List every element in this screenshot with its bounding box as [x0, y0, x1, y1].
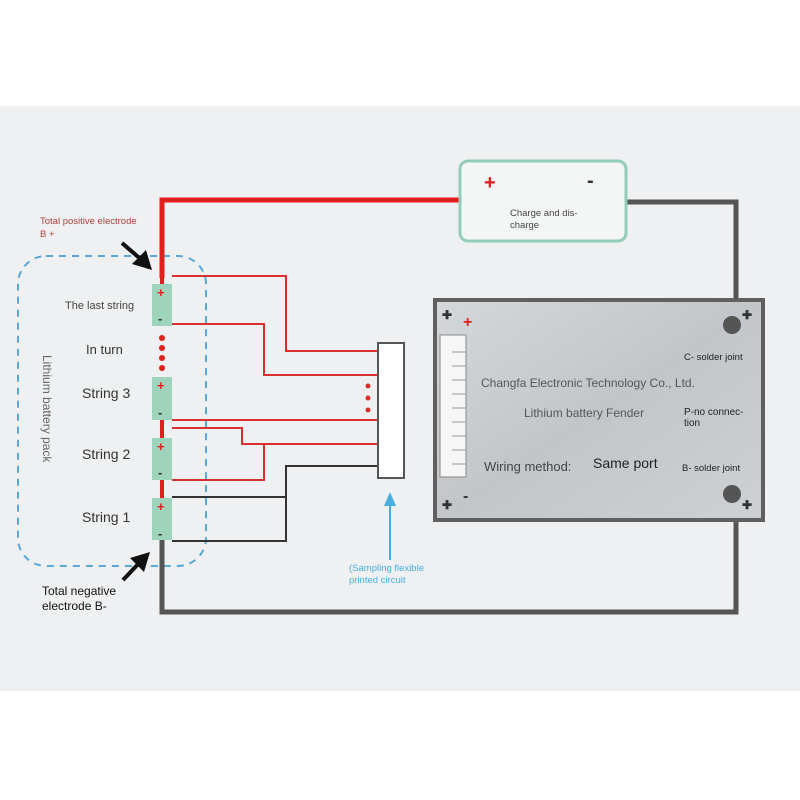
- positive-arrow-head: [132, 250, 152, 270]
- battery-pack-outline: [17, 255, 207, 567]
- cell-polarity-marks: + - + - + - + -: [157, 285, 165, 541]
- continuation-dot: [159, 345, 165, 351]
- total-positive-label: Total positive electrode: [40, 216, 137, 227]
- battery-pack-label: Lithium battery pack: [40, 355, 54, 463]
- board-mount-marks: ✚ ✚ ✚ ✚: [442, 308, 752, 512]
- string-1-label: String 1: [82, 509, 130, 525]
- sampling-label-line2: printed circuit: [349, 575, 406, 586]
- cell-minus: -: [158, 405, 162, 420]
- b-solder-joint-terminal: [723, 485, 741, 503]
- electrode-b-minus-label: electrode B-: [42, 599, 107, 613]
- continuation-dot: [159, 335, 165, 341]
- positive-main-wire: [159, 197, 478, 278]
- protection-board: [433, 298, 765, 522]
- sense-wire-negative: [172, 466, 287, 542]
- cell-string-1: [152, 498, 172, 540]
- board-minus-sign: -: [463, 488, 468, 505]
- cell-string-2: [152, 438, 172, 480]
- continuation-dot: [159, 355, 165, 361]
- cell-plus: +: [157, 499, 165, 514]
- cell-plus: +: [157, 439, 165, 454]
- the-last-string-label: The last string: [65, 300, 134, 312]
- board-connector: [439, 334, 467, 478]
- string-3-label: String 3: [82, 385, 130, 401]
- board-plus-sign: +: [463, 314, 472, 331]
- cell-last-string: [152, 284, 172, 326]
- same-port-label: Same port: [593, 455, 658, 471]
- cell-string-3: [152, 377, 172, 420]
- continuation-dot: [365, 383, 371, 389]
- connector-pins: [452, 351, 466, 465]
- charger-plus-sign: +: [484, 172, 496, 194]
- sense-wire: [172, 275, 378, 352]
- cell-plus: +: [157, 378, 165, 393]
- in-turn-label: In turn: [86, 342, 123, 357]
- continuation-dot: [159, 365, 165, 371]
- c-solder-joint-terminal: [723, 316, 741, 334]
- svg-text:✚: ✚: [742, 498, 752, 512]
- sense-wire: [172, 427, 378, 445]
- negative-arrow-head: [130, 552, 150, 572]
- cell-minus: -: [158, 526, 162, 541]
- charger-minus-sign: -: [587, 170, 594, 192]
- p-no-connection-label-2: tion: [684, 418, 700, 429]
- negative-main-wire: [159, 494, 739, 615]
- cell-plus: +: [157, 285, 165, 300]
- sense-wire: [172, 444, 265, 481]
- p-no-connection-label-1: P-no connec-: [684, 407, 743, 418]
- total-negative-label: Total negative: [42, 584, 116, 598]
- string-2-label: String 2: [82, 446, 130, 462]
- continuation-dot: [365, 407, 371, 413]
- cell-minus: -: [158, 465, 162, 480]
- wiring-method-label: Wiring method:: [484, 459, 571, 474]
- charger-box: [458, 159, 628, 243]
- product-label: Lithium battery Fender: [524, 406, 644, 420]
- b-plus-label: B +: [40, 229, 55, 240]
- sampling-arrow-head: [384, 492, 396, 506]
- charger-negative-wire: [606, 199, 739, 325]
- c-solder-label: C- solder joint: [684, 352, 743, 363]
- svg-text:✚: ✚: [442, 498, 452, 512]
- continuation-dot: [365, 395, 371, 401]
- charge-label-line2: charge: [510, 220, 539, 231]
- charge-label-line1: Charge and dis-: [510, 208, 578, 219]
- company-label: Changfa Electronic Technology Co., Ltd.: [481, 376, 695, 390]
- sense-wire: [172, 323, 378, 376]
- cell-minus: -: [158, 311, 162, 326]
- b-solder-label: B- solder joint: [682, 463, 740, 474]
- svg-text:✚: ✚: [442, 308, 452, 322]
- sampling-connector: [377, 342, 405, 479]
- svg-text:✚: ✚: [742, 308, 752, 322]
- sampling-label-line1: (Sampling flexible: [349, 563, 424, 574]
